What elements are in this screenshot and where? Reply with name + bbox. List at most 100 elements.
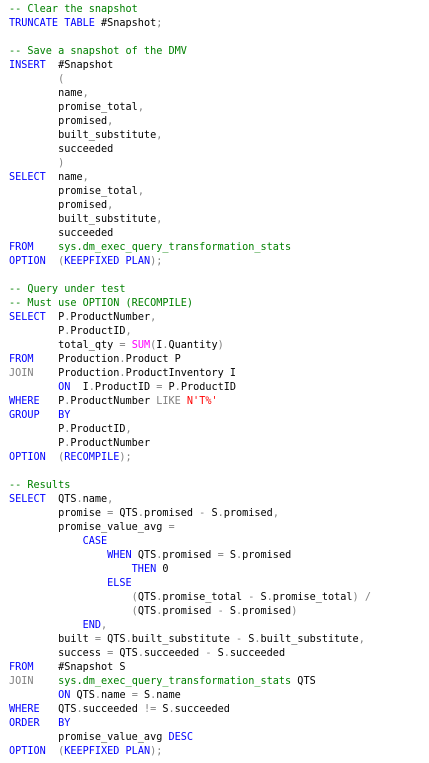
identifier-token: Quantity xyxy=(168,340,218,351)
operator-token: . xyxy=(156,550,163,561)
operator-token: , xyxy=(125,326,132,337)
operator-token: . xyxy=(76,704,83,715)
identifier-token: S xyxy=(205,508,218,519)
code-line: INSERT #Snapshot xyxy=(9,59,429,73)
operator-token: ( xyxy=(45,256,65,267)
operator-token: . xyxy=(174,382,181,393)
operator-token: . xyxy=(125,634,132,645)
identifier-token: QTS xyxy=(45,494,77,505)
operator-token: . xyxy=(162,340,169,351)
identifier-token: QTS xyxy=(137,592,157,603)
operator-token: , xyxy=(137,186,144,197)
identifier-token: P xyxy=(162,382,175,393)
code-line: promised, xyxy=(9,115,429,129)
operator-token: ); xyxy=(150,746,163,757)
code-line: JOIN Production.ProductInventory I xyxy=(9,367,429,381)
operator-token: - xyxy=(199,508,206,519)
code-line: promise_value_avg DESC xyxy=(9,731,429,745)
keyword-token: FROM xyxy=(9,662,34,673)
operator-token: . xyxy=(235,606,243,617)
identifier-token: succeeded xyxy=(174,704,230,715)
code-line xyxy=(9,31,429,45)
operator-token: ( xyxy=(131,592,138,603)
operator-token: ( xyxy=(9,74,65,85)
code-line: WHERE P.ProductNumber LIKE N'T%' xyxy=(9,395,429,409)
identifier-token: Product P xyxy=(125,354,181,365)
code-line: P.ProductID, xyxy=(9,423,429,437)
code-line: GROUP BY xyxy=(9,409,429,423)
identifier-token: promise_total xyxy=(162,592,249,603)
function-token: SUM xyxy=(131,340,151,351)
identifier-token: I xyxy=(70,382,89,393)
identifier-token: ProductID xyxy=(70,424,126,435)
code-line: -- Save a snapshot of the DMV xyxy=(9,45,429,59)
identifier-token: ProductNumber xyxy=(70,438,151,449)
keyword-token: GROUP xyxy=(9,410,40,421)
operator-token: , xyxy=(125,424,132,435)
operator-token: - xyxy=(248,592,255,603)
identifier-token: QTS xyxy=(131,550,157,561)
operator-token: - xyxy=(217,606,224,617)
code-line: built_substitute, xyxy=(9,213,429,227)
comment-token: -- Clear the snapshot xyxy=(9,4,138,15)
operator-token: . xyxy=(254,634,261,645)
keyword-token: INSERT xyxy=(9,60,46,71)
operator-token: . xyxy=(156,592,163,603)
identifier-token: promise_total xyxy=(272,592,353,603)
identifier-token: QTS xyxy=(70,690,95,701)
identifier-token: S xyxy=(254,592,267,603)
keyword-token: RECOMPILE xyxy=(64,452,120,463)
operator-token: , xyxy=(358,634,365,645)
code-line: -- Query under test xyxy=(9,283,429,297)
operator-token: = xyxy=(131,690,138,701)
comment-token: -- Must use OPTION (RECOMPILE) xyxy=(9,298,194,309)
identifier-token: promised xyxy=(223,508,273,519)
identifier-token: promised xyxy=(162,606,218,617)
code-line: JOIN sys.dm_exec_query_transformation_st… xyxy=(9,675,429,689)
operator-token: . xyxy=(119,368,126,379)
operator-token: . xyxy=(150,690,157,701)
identifier-token: S xyxy=(223,550,236,561)
operator-token: . xyxy=(137,648,144,659)
code-line: TRUNCATE TABLE #Snapshot; xyxy=(9,17,429,31)
identifier-token: name xyxy=(45,172,83,183)
identifier-token xyxy=(9,606,132,617)
code-line: WHERE QTS.succeeded != S.succeeded xyxy=(9,703,429,717)
identifier-token: built_substitute xyxy=(9,130,157,141)
identifier-token: promised xyxy=(242,606,292,617)
code-line: -- Clear the snapshot xyxy=(9,3,429,17)
code-line xyxy=(9,465,429,479)
keyword-token: WHERE xyxy=(9,704,40,715)
identifier-token xyxy=(9,578,107,589)
code-line: SELECT QTS.name, xyxy=(9,493,429,507)
identifier-token xyxy=(9,536,83,547)
keyword-token: CASE xyxy=(82,536,108,547)
identifier-token: total_qty xyxy=(9,340,120,351)
identifier-token: succeeded xyxy=(82,704,144,715)
code-line xyxy=(9,269,429,283)
operator-token: = xyxy=(119,340,126,351)
identifier-token: #Snapshot xyxy=(45,60,114,71)
keyword-token: ORDER xyxy=(9,718,40,729)
operator-token: = xyxy=(107,508,114,519)
identifier-token: promise_value_avg xyxy=(9,522,169,533)
code-line: SELECT name, xyxy=(9,171,429,185)
identifier-token: ProductID xyxy=(94,382,157,393)
identifier-token: QTS xyxy=(291,676,316,687)
identifier-token: promise_total xyxy=(9,186,138,197)
code-line: ELSE xyxy=(9,577,429,591)
keyword-token: FROM xyxy=(9,242,34,253)
operator-token: - xyxy=(205,648,212,659)
operator-token: ) xyxy=(352,592,359,603)
operator-token: , xyxy=(107,494,114,505)
operator-token: , xyxy=(82,88,89,99)
operator-token: ; xyxy=(156,18,163,29)
code-line: P.ProductID, xyxy=(9,325,429,339)
identifier-token xyxy=(9,550,107,561)
code-line: promise_total, xyxy=(9,185,429,199)
operator-token: , xyxy=(150,312,157,323)
identifier-token: promised xyxy=(9,200,108,211)
operator-token: . xyxy=(156,606,163,617)
code-line: SELECT P.ProductNumber, xyxy=(9,311,429,325)
